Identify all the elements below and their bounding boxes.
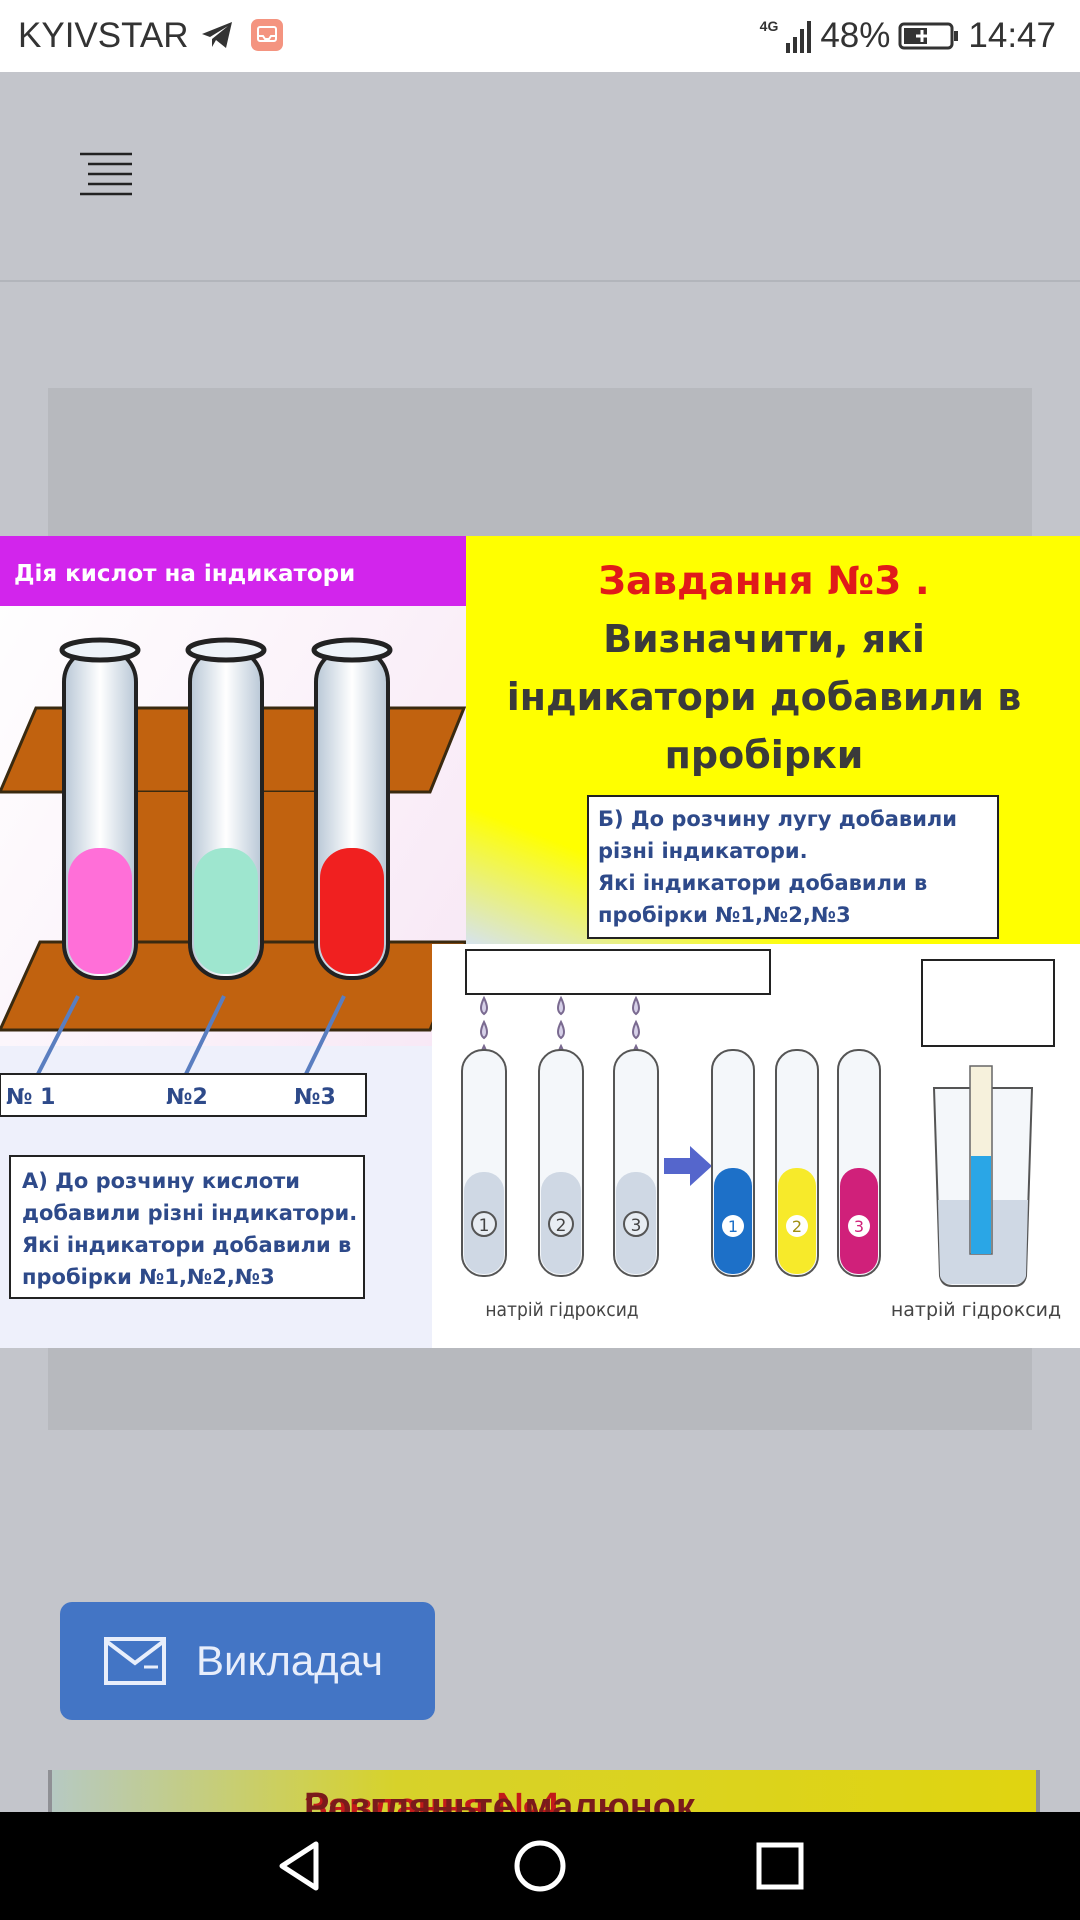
notification-icon <box>250 19 283 51</box>
tube-label-1: № 1 <box>6 1085 55 1110</box>
battery-charging-icon <box>898 22 959 50</box>
next-task-text: Розгляньте малюнок <box>304 1786 695 1812</box>
teacher-button-label: Викладач <box>196 1637 384 1684</box>
teacher-button[interactable]: Викладач <box>60 1602 435 1720</box>
tube-label-2: №2 <box>166 1085 208 1110</box>
telegram-icon <box>202 22 233 48</box>
signal-icon <box>786 21 812 53</box>
part-a-line: А) До розчину кислоти <box>22 1169 300 1193</box>
base-tube-magenta: 3 <box>837 1049 881 1277</box>
left-header-bar <box>0 536 466 606</box>
left-header-text: Дія кислот на індикатори <box>14 561 355 587</box>
status-indicators: 4G 48% 14:47 <box>760 14 1056 58</box>
home-button[interactable] <box>510 1836 570 1896</box>
tube-label-3: №3 <box>294 1085 336 1110</box>
battery-percent: 48% <box>820 16 891 55</box>
next-task-card[interactable]: Завдання №4 Розгляньте малюнок <box>48 1770 1040 1812</box>
part-b-line: Б) До розчину лугу добавили <box>598 807 957 831</box>
base-tube-clear-1: 1 <box>461 1049 507 1277</box>
menu-lines-icon <box>80 152 132 196</box>
part-b-line: різні індикатори. <box>598 839 808 863</box>
base-tube-yellow: 2 <box>775 1049 819 1277</box>
base-tube-clear-3: 3 <box>613 1049 659 1277</box>
part-b-line: Які індикатори добавили в <box>598 871 927 895</box>
tube-number: 3 <box>631 1216 642 1236</box>
next-task-heading: Завдання №4 Розгляньте малюнок <box>178 1778 695 1812</box>
beaker-with-strip <box>932 1065 1034 1287</box>
task-text-line: пробірки <box>665 733 864 777</box>
mail-icon <box>104 1637 166 1685</box>
part-b-line: пробірки №1,№2,№3 <box>598 903 851 927</box>
next-task-title: Завдання №4 <box>304 1786 560 1812</box>
arrow-3 <box>304 995 346 1075</box>
acid-tube-2 <box>185 637 267 980</box>
recents-square-icon <box>756 1842 804 1890</box>
back-triangle-icon <box>279 1841 319 1891</box>
part-b-box <box>587 795 999 939</box>
task-title: Завдання №3 . <box>598 559 929 604</box>
part-a-line: добавили різні індикатори. <box>22 1201 357 1225</box>
navigation-bar <box>0 1812 1080 1920</box>
tube-label-row <box>0 1073 367 1117</box>
arrow-1 <box>36 995 80 1075</box>
base-tube-blue: 1 <box>711 1049 755 1277</box>
task-text-line: Визначити, які <box>603 617 925 661</box>
recents-button[interactable] <box>750 1836 810 1896</box>
arrow-2 <box>184 995 226 1075</box>
clock: 14:47 <box>968 16 1056 55</box>
part-a-box <box>9 1155 365 1299</box>
answer-box-left <box>465 949 771 995</box>
part-a-line: пробірки №1,№2,№3 <box>22 1265 275 1289</box>
tube-number: 1 <box>728 1217 738 1236</box>
caption-right: натрій гідроксид <box>891 1299 1061 1321</box>
answer-box-right <box>921 959 1055 1047</box>
home-circle-icon <box>514 1840 566 1892</box>
part-a-line: Які індикатори добавили в <box>22 1233 351 1257</box>
caption-left: натрій гідроксид <box>485 1299 638 1321</box>
acid-tube-3 <box>311 637 393 980</box>
network-type: 4G <box>759 18 779 34</box>
task-text-line: індикатори добавили в <box>507 675 1022 719</box>
acid-tube-1 <box>59 637 141 980</box>
tube-number: 2 <box>556 1216 567 1236</box>
base-tube-clear-2: 2 <box>538 1049 584 1277</box>
task-image[interactable]: Дія кислот на індикатори № 1 №2 №3 А) До… <box>0 536 1080 1348</box>
tube-number: 1 <box>479 1216 490 1236</box>
task-illustration: Дія кислот на індикатори № 1 №2 №3 А) До… <box>0 536 1080 1348</box>
status-bar: KYIVSTAR 4G 48% 14:47 <box>0 0 1080 72</box>
carrier-name: KYIVSTAR <box>18 16 284 56</box>
menu-button[interactable] <box>74 150 138 202</box>
process-arrow-icon <box>664 1146 712 1186</box>
back-button[interactable] <box>270 1836 330 1896</box>
tube-number: 2 <box>792 1217 802 1236</box>
top-toolbar <box>0 72 1080 282</box>
tube-number: 3 <box>854 1217 864 1236</box>
